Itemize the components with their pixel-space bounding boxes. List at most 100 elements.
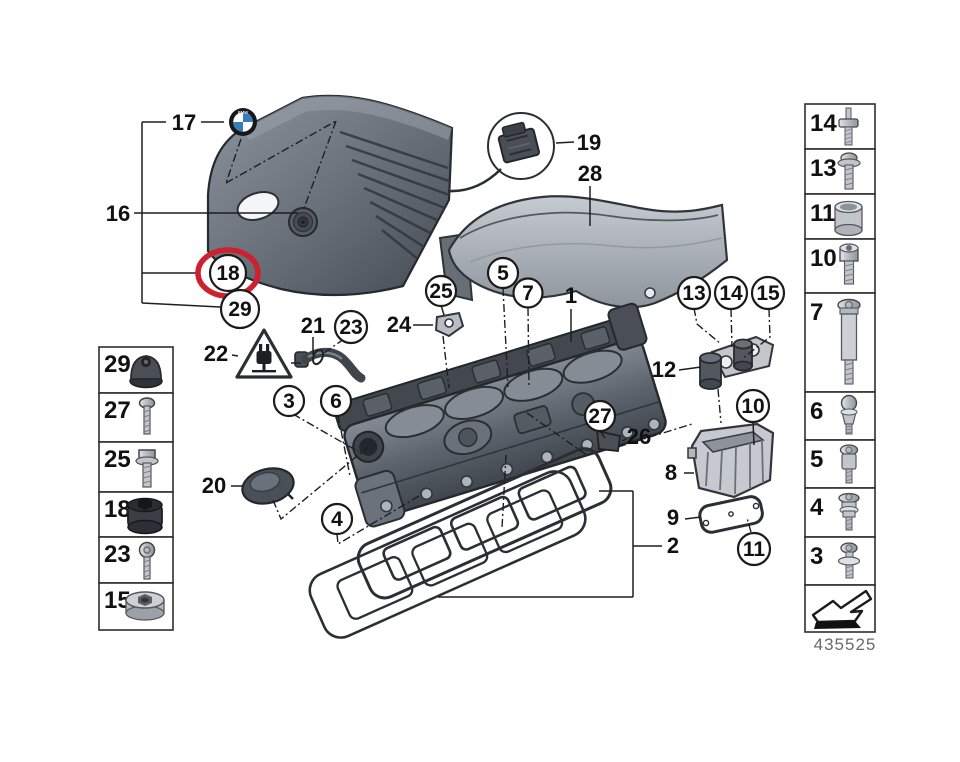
ball-stud-icon [840,394,858,435]
callout-8[interactable]: 8 [665,460,677,485]
callout-1[interactable]: 1 [565,283,577,308]
table-row[interactable]: 11 [804,193,876,240]
table-row[interactable]: 25 [98,441,174,493]
gasket-lower [308,470,587,639]
warning-triangle [235,328,293,379]
svg-text:25: 25 [429,280,453,303]
svg-text:18: 18 [104,496,131,523]
svg-text:27: 27 [104,397,131,424]
table-row[interactable]: 15 [98,582,174,631]
rubber-bushing-icon [127,497,163,535]
callout-balloon-29[interactable]: 29 [219,288,261,330]
svg-text:4: 4 [331,508,343,531]
bracket-12-cylinders [699,338,753,390]
svg-text:23: 23 [339,316,362,339]
callout-balloon-3[interactable]: 3 [272,384,306,418]
bmw-roundel-logo: BMW [229,108,257,136]
table-row[interactable]: 27 [98,392,174,443]
bmw-roundel-text: BMW [238,110,249,115]
callout-24[interactable]: 24 [387,312,412,337]
callout-balloon-5[interactable]: 5 [486,256,520,290]
svg-text:5: 5 [497,262,509,285]
callout-21[interactable]: 21 [301,313,325,338]
valve-cover-part [333,302,667,528]
table-row[interactable]: 10 [804,238,876,294]
callout-16[interactable]: 16 [106,201,130,226]
callout-balloon-4[interactable]: 4 [320,502,354,536]
svg-text:29: 29 [104,351,131,378]
plain-callouts: 17 16 19 28 1 21 24 22 12 26 8 9 2 20 [106,110,679,558]
long-shoulder-bolt-icon [837,298,861,385]
callout-balloon-27[interactable]: 27 [583,399,617,433]
svg-text:23: 23 [104,541,131,568]
svg-text:29: 29 [228,298,251,321]
bracket-12-assembly [699,335,775,390]
svg-text:15: 15 [756,282,780,305]
callout-26[interactable]: 26 [627,424,651,449]
table-row[interactable]: 23 [98,536,174,584]
table-row[interactable]: 3 [804,536,876,586]
callout-9[interactable]: 9 [667,505,679,530]
svg-text:27: 27 [588,405,611,428]
svg-text:4: 4 [810,494,824,521]
cap-screw-icon [839,243,859,285]
connector-19-detail [447,112,555,193]
callout-balloon-11[interactable]: 11 [736,531,772,567]
oil-filler-cap-20 [241,467,295,505]
connector-wire [447,168,502,193]
torx-screw-icon [138,541,156,580]
right-parts-table: 14 13 11 [804,103,876,654]
callout-2[interactable]: 2 [667,533,679,558]
rubber-grommet-icon [129,355,163,389]
stud-bolt-icon [838,107,859,146]
callout-17[interactable]: 17 [172,110,196,135]
table-row[interactable]: 7 [804,292,876,393]
callout-12[interactable]: 12 [652,357,676,382]
table-row[interactable]: 18 [98,491,174,538]
callout-22[interactable]: 22 [204,341,228,366]
svg-text:6: 6 [810,398,823,425]
electric-plug-icon [252,344,276,373]
svg-text:10: 10 [741,395,764,418]
svg-text:14: 14 [810,110,837,137]
separator-box-8 [687,422,775,499]
gasket-9-part [698,495,764,534]
svg-text:10: 10 [810,245,837,272]
table-row[interactable]: 6 [804,391,876,441]
left-bracket-lines [134,121,298,308]
callout-balloon-14[interactable]: 14 [713,275,749,311]
callout-19[interactable]: 19 [577,130,601,155]
callout-28[interactable]: 28 [578,161,602,186]
callout-balloon-7[interactable]: 7 [512,277,544,309]
table-row[interactable]: 4 [804,487,876,538]
svg-text:7: 7 [810,299,823,326]
gasket-upper [356,447,613,600]
callout-20[interactable]: 20 [202,473,226,498]
table-row[interactable]: 29 [98,346,174,394]
callout-balloon-25[interactable]: 25 [424,274,458,308]
svg-text:11: 11 [810,200,835,227]
callout-balloon-13[interactable]: 13 [676,275,712,311]
table-row[interactable]: 14 [804,103,876,150]
svg-text:3: 3 [283,390,295,413]
engine-cover-top-face [240,95,452,140]
svg-text:25: 25 [104,446,131,473]
callout-balloon-6[interactable]: 6 [319,384,353,418]
table-row[interactable]: 5 [804,439,876,489]
direction-arrow-icon [811,589,873,629]
direction-arrow-cell [804,584,876,633]
svg-text:13: 13 [682,282,705,305]
engine-cover-ribs [339,130,452,265]
shoulder-screw-icon [839,444,859,484]
callout-balloon-23[interactable]: 23 [333,309,369,345]
svg-text:18: 18 [216,262,240,285]
emblem-guide-lines [225,120,337,212]
table-row[interactable]: 13 [804,148,876,195]
callout-balloon-10[interactable]: 10 [735,388,771,424]
svg-text:13: 13 [810,155,837,182]
callout-balloon-15[interactable]: 15 [750,275,786,311]
sealing-plug-icon [125,591,165,621]
svg-text:5: 5 [810,446,823,473]
